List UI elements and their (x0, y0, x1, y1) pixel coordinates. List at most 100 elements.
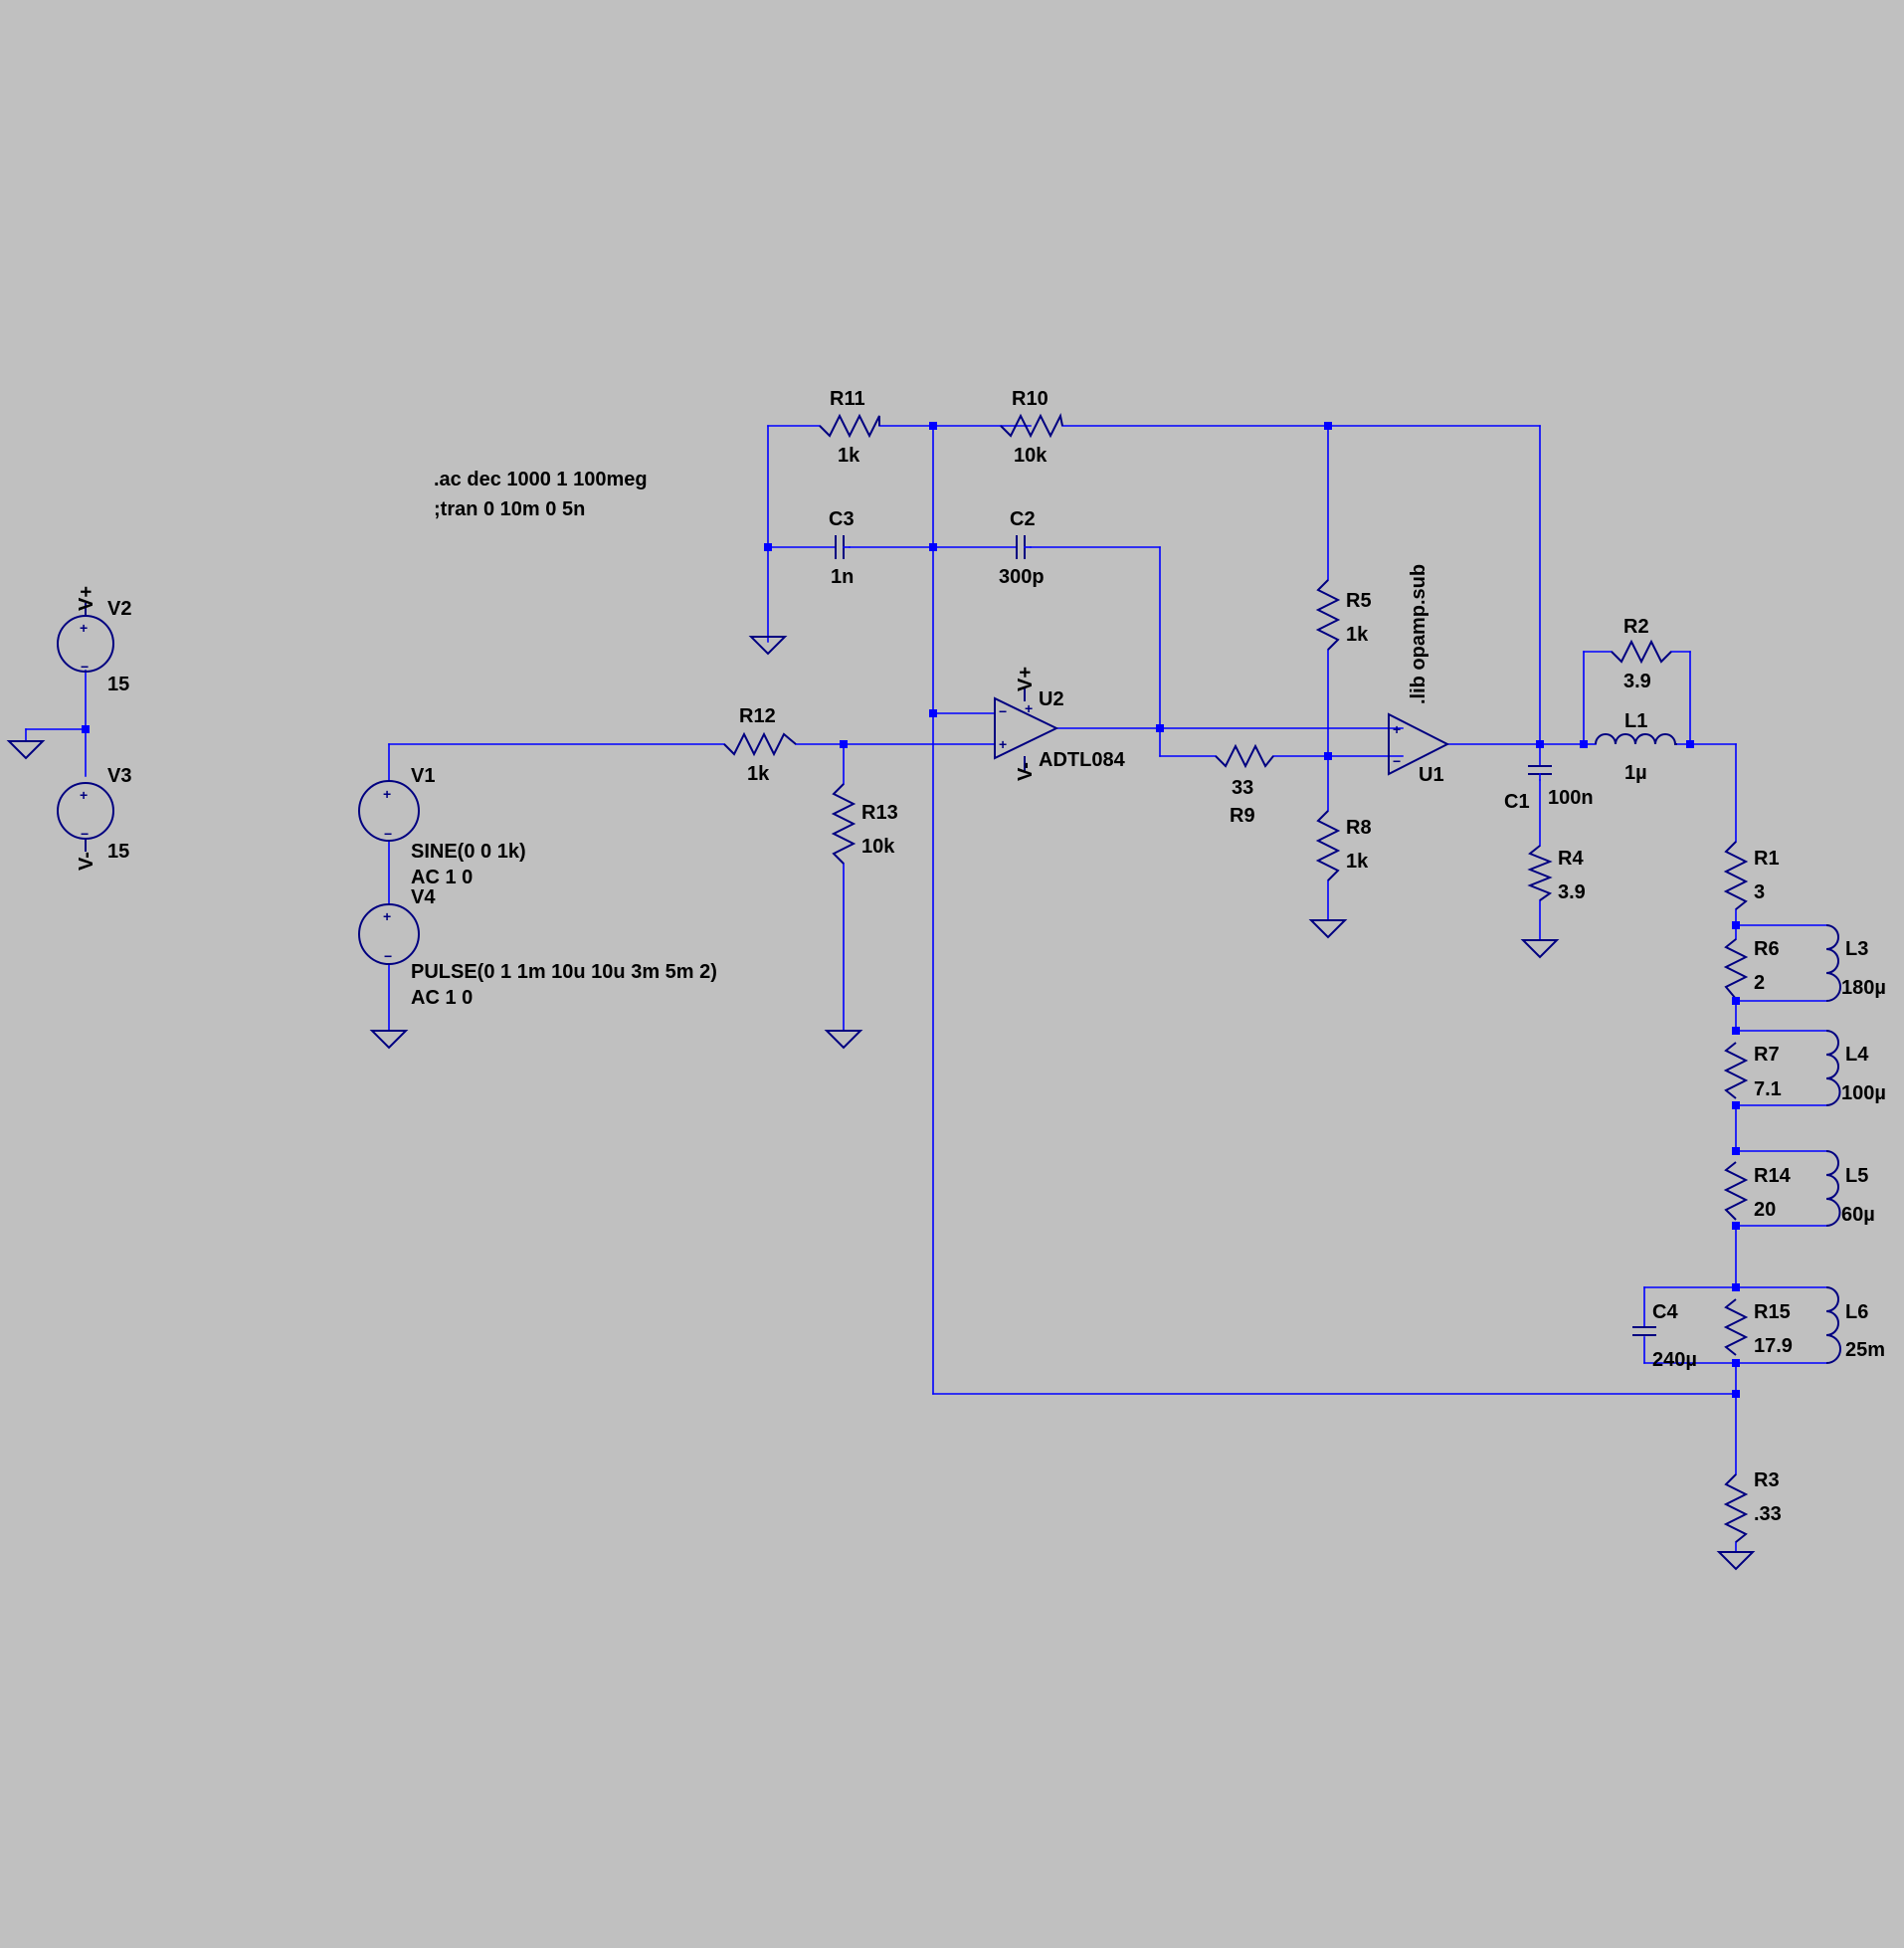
directive-lib: .lib opamp.sub (1408, 564, 1429, 704)
resistor-r8[interactable] (1315, 810, 1341, 881)
ref-v1: V1 (411, 765, 435, 787)
svg-text:+: + (1025, 700, 1033, 716)
value-l1: 1µ (1624, 762, 1647, 784)
inductor-l3[interactable] (1825, 924, 1841, 1002)
resistor-r10[interactable] (1000, 412, 1063, 439)
voltage-source-v3[interactable]: +− (57, 782, 114, 852)
value-u2: ADTL084 (1039, 749, 1126, 771)
resistor-r13[interactable] (831, 783, 857, 865)
ref-l5: L5 (1845, 1165, 1868, 1187)
net-label-u2-vminus: V- (1015, 762, 1037, 781)
ref-c2: C2 (1010, 508, 1036, 530)
resistor-r15[interactable] (1723, 1298, 1749, 1356)
value-v1: SINE(0 0 1k) (411, 841, 526, 863)
svg-text:+: + (383, 908, 391, 924)
resistor-r3[interactable] (1723, 1473, 1749, 1543)
ref-u2: U2 (1039, 688, 1064, 710)
inductor-l1[interactable] (1595, 733, 1677, 745)
value-v4: PULSE(0 1 1m 10u 10u 3m 5m 2) (411, 961, 717, 983)
ref-r7: R7 (1754, 1044, 1780, 1066)
value-l5: 60µ (1841, 1204, 1875, 1226)
value-r11: 1k (838, 445, 860, 467)
ref-v4: V4 (411, 886, 436, 908)
value-c4: 240µ (1652, 1349, 1697, 1371)
net-label-vminus: V- (76, 852, 97, 871)
value-r5: 1k (1346, 624, 1369, 646)
ref-r5: R5 (1346, 590, 1372, 612)
capacitor-c4[interactable] (1632, 1326, 1656, 1336)
ref-r13: R13 (861, 802, 898, 824)
value-c2: 300p (999, 566, 1045, 588)
ref-r11: R11 (830, 388, 865, 410)
resistor-r11[interactable] (819, 413, 880, 439)
ref-r10: R10 (1012, 388, 1048, 410)
ref-c1: C1 (1504, 791, 1530, 813)
ground-symbols (6, 636, 1756, 1571)
value-r6: 2 (1754, 972, 1765, 994)
value-r2: 3.9 (1623, 671, 1651, 692)
resistor-r4[interactable] (1527, 845, 1553, 901)
ref-r8: R8 (1346, 817, 1372, 839)
opamp-u2[interactable]: −+ + (994, 686, 1059, 771)
value-r12: 1k (747, 763, 770, 785)
directive-tran: ;tran 0 10m 0 5n (434, 498, 585, 520)
value-r1: 3 (1754, 881, 1765, 903)
svg-text:−: − (81, 659, 89, 675)
inductor-l4[interactable] (1825, 1030, 1841, 1106)
ref-l4: L4 (1845, 1044, 1869, 1066)
ref-u1: U1 (1419, 764, 1444, 786)
ref-l1: L1 (1624, 710, 1647, 732)
resistor-r5[interactable] (1315, 579, 1341, 651)
svg-text:+: + (80, 787, 88, 803)
ref-r1: R1 (1754, 848, 1780, 870)
svg-text:+: + (1393, 721, 1401, 737)
resistor-r7[interactable] (1723, 1042, 1749, 1099)
svg-text:−: − (81, 826, 89, 842)
voltage-source-v2[interactable]: +− (57, 603, 114, 675)
resistor-r14[interactable] (1723, 1161, 1749, 1221)
ref-r3: R3 (1754, 1469, 1780, 1491)
resistor-r1[interactable] (1723, 841, 1749, 910)
resistor-r12[interactable] (723, 731, 797, 757)
capacitor-c2[interactable] (1016, 535, 1032, 559)
value-r10: 10k (1014, 445, 1047, 467)
ac-v1: AC 1 0 (411, 867, 473, 888)
ref-v2: V2 (107, 598, 131, 620)
net-label-vplus: V+ (76, 586, 97, 611)
value-r15: 17.9 (1754, 1335, 1793, 1357)
ref-c4: C4 (1652, 1301, 1678, 1323)
voltage-source-v4[interactable]: +− (358, 903, 420, 965)
capacitor-c3[interactable] (835, 535, 851, 559)
inductor-l5[interactable] (1825, 1150, 1841, 1227)
ref-c3: C3 (829, 508, 855, 530)
voltage-source-v1[interactable]: +− (358, 780, 420, 842)
ac-v4: AC 1 0 (411, 987, 473, 1009)
svg-text:−: − (1393, 753, 1401, 769)
capacitor-c1[interactable] (1528, 765, 1552, 781)
net-label-u2-vplus: V+ (1015, 667, 1037, 691)
wires (25, 425, 1827, 1553)
value-r3: .33 (1754, 1503, 1782, 1525)
resistor-r6[interactable] (1723, 938, 1749, 1000)
value-r7: 7.1 (1754, 1078, 1782, 1100)
value-c1: 100n (1548, 787, 1594, 809)
component-labels: V2 15 V3 15 V1 SINE(0 0 1k) AC 1 0 V4 PU… (107, 388, 1886, 1525)
svg-text:+: + (80, 620, 88, 636)
ref-l6: L6 (1845, 1301, 1868, 1323)
ref-r15: R15 (1754, 1301, 1791, 1323)
value-l6: 25m (1845, 1339, 1885, 1361)
svg-text:−: − (384, 826, 392, 842)
spice-directives[interactable]: .ac dec 1000 1 100meg ;tran 0 10m 0 5n .… (434, 469, 1429, 704)
svg-text:+: + (383, 786, 391, 802)
opamp-u1[interactable]: +− (1388, 712, 1450, 776)
resistor-r9[interactable] (1215, 743, 1274, 769)
inductor-l6[interactable] (1825, 1286, 1841, 1364)
value-r13: 10k (861, 836, 895, 858)
value-v3: 15 (107, 841, 129, 863)
value-c3: 1n (831, 566, 854, 588)
resistor-r2[interactable] (1611, 639, 1672, 665)
directive-ac: .ac dec 1000 1 100meg (434, 469, 648, 490)
ref-r2: R2 (1623, 616, 1649, 638)
